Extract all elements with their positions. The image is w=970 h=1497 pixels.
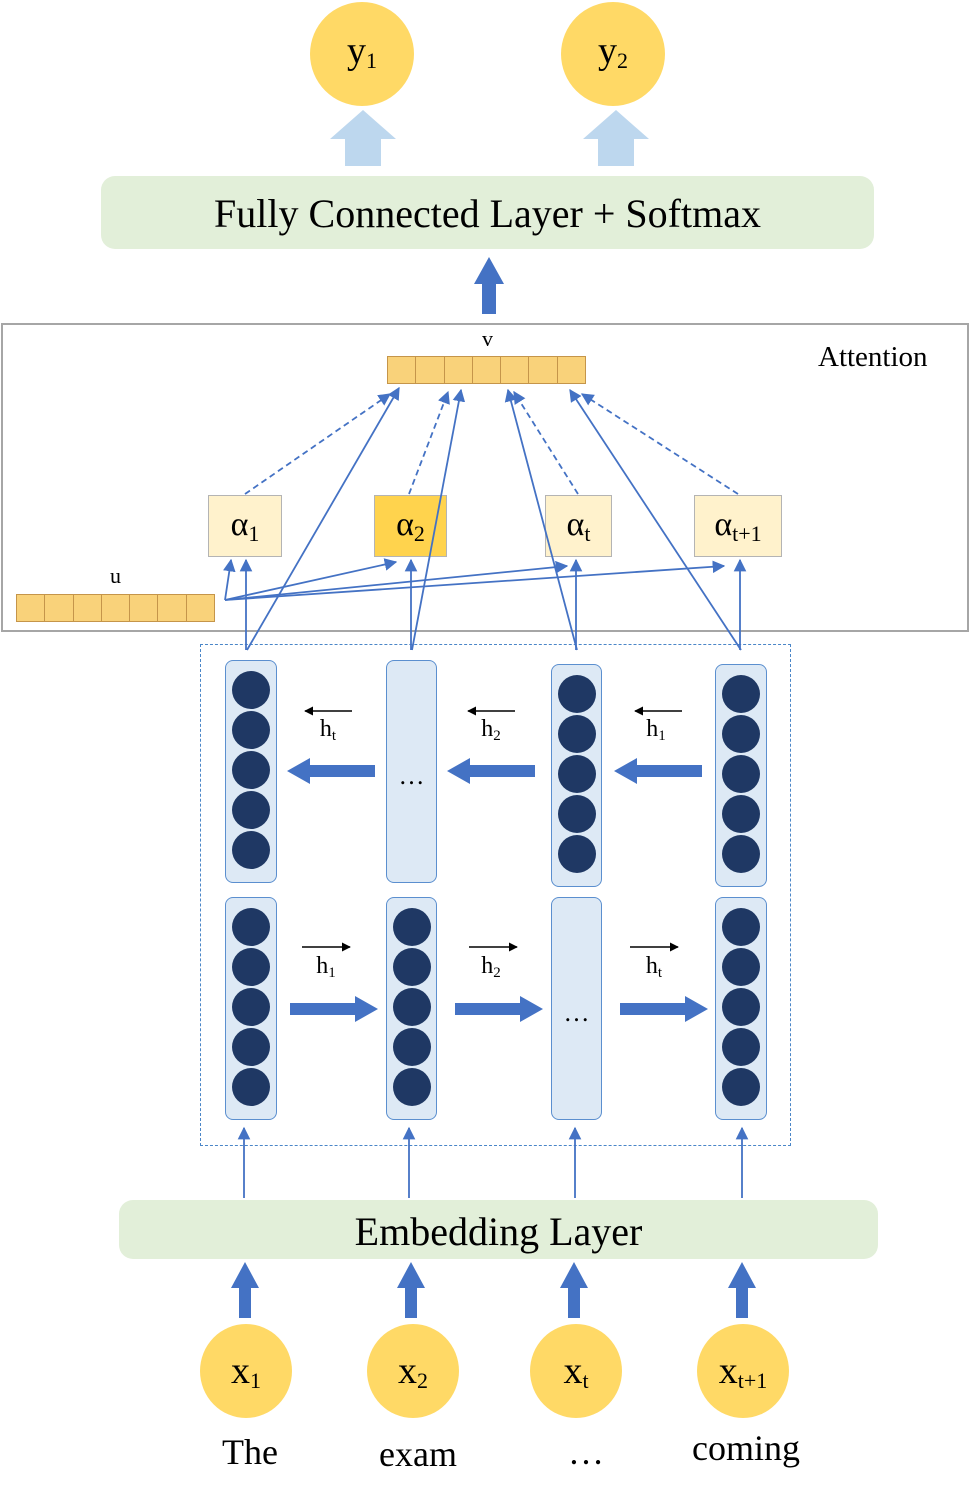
backward-cell-t-plus-1 [715,664,767,887]
forward-cell-t-plus-1 [715,897,767,1120]
attention-to-fc-arrow [474,257,504,314]
attention-box [1,323,969,632]
embedding-label: Embedding Layer [354,1209,643,1254]
bilstm-container [200,644,791,1146]
alpha-t-plus-1: αt+1 [694,495,782,557]
word-ellipsis: … [568,1432,604,1472]
output-arrow-2 [583,110,649,166]
backward-cell-t [551,664,602,887]
alpha-t: αt [545,495,612,557]
input-node-x2: x2 [367,1324,459,1418]
v-label: v [482,326,493,351]
backward-label-h1: h1 [646,716,666,744]
output-node-y1: y1 [310,2,414,106]
forward-label-h2: h2 [481,953,501,981]
u-label: u [110,563,121,588]
backward-cell-2: … [386,660,437,883]
input-node-xt-plus-1: xt+1 [697,1324,789,1418]
backward-label-h2: h2 [481,716,501,744]
forward-cell-2 [386,897,437,1120]
v-vector [387,356,586,384]
backward-label-ht: ht [319,716,337,744]
input-node-xt: xt [530,1324,622,1418]
input-node-x1: x1 [200,1324,292,1418]
output-node-y2: y2 [561,2,665,106]
output-arrow-1 [330,110,396,166]
word-coming: coming [692,1428,800,1468]
forward-label-ht: ht [645,953,663,981]
forward-label-h1: h1 [316,953,336,981]
fully-connected-label: Fully Connected Layer + Softmax [214,191,761,236]
forward-cell-1 [225,897,277,1120]
u-vector [16,594,215,622]
word-the: The [222,1432,278,1472]
fully-connected-layer: Fully Connected Layer + Softmax [101,176,874,249]
word-exam: exam [379,1434,457,1474]
embedding-layer: Embedding Layer [119,1200,878,1259]
forward-cell-t: … [551,897,602,1120]
backward-cell-1 [225,660,277,883]
attention-title: Attention [818,341,928,373]
alpha-1: α1 [208,495,282,557]
